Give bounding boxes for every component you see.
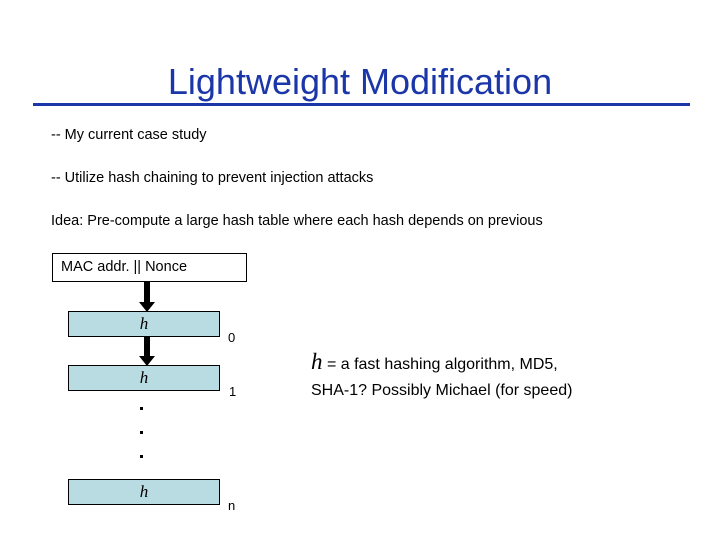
arrow-hash0-to-hash1-icon — [139, 337, 155, 366]
ellipsis-dot-2 — [140, 431, 143, 434]
bullet-case-study: -- My current case study — [51, 127, 207, 143]
bullet-idea: Idea: Pre-compute a large hash table whe… — [51, 213, 543, 229]
hash-box-n-label: h — [139, 482, 149, 501]
hash-box-n-subscript: n — [228, 498, 236, 513]
hash-box-1: h — [68, 365, 220, 391]
hash-definition-line-2: SHA-1? Possibly Michael (for speed) — [311, 382, 573, 399]
arrow-head — [139, 302, 155, 312]
ellipsis-dot-3 — [140, 455, 143, 458]
arrow-shaft — [144, 282, 150, 303]
hash-definition-line-1: = a fast hashing algorithm, MD5, — [322, 356, 558, 373]
bullet-hash-chaining: -- Utilize hash chaining to prevent inje… — [51, 170, 374, 186]
title-underline-rule — [33, 103, 690, 106]
arrow-mac-to-hash0-icon — [139, 282, 155, 312]
arrow-head — [139, 356, 155, 366]
hash-box-1-label: h — [139, 368, 149, 387]
hash-box-1-subscript: 1 — [229, 384, 237, 399]
mac-addr-nonce-box: MAC addr. || Nonce — [52, 253, 247, 282]
hash-definition-note: h = a fast hashing algorithm, MD5, SHA-1… — [311, 350, 671, 404]
hash-box-n: h — [68, 479, 220, 505]
hash-box-0-label: h — [139, 314, 149, 333]
arrow-shaft — [144, 337, 150, 357]
mac-addr-nonce-label: MAC addr. || Nonce — [61, 259, 188, 275]
hash-symbol: h — [311, 349, 323, 374]
hash-box-0-subscript: 0 — [228, 330, 236, 345]
hash-box-0: h — [68, 311, 220, 337]
ellipsis-dot-1 — [140, 407, 143, 410]
page-title: Lightweight Modification — [167, 61, 553, 102]
